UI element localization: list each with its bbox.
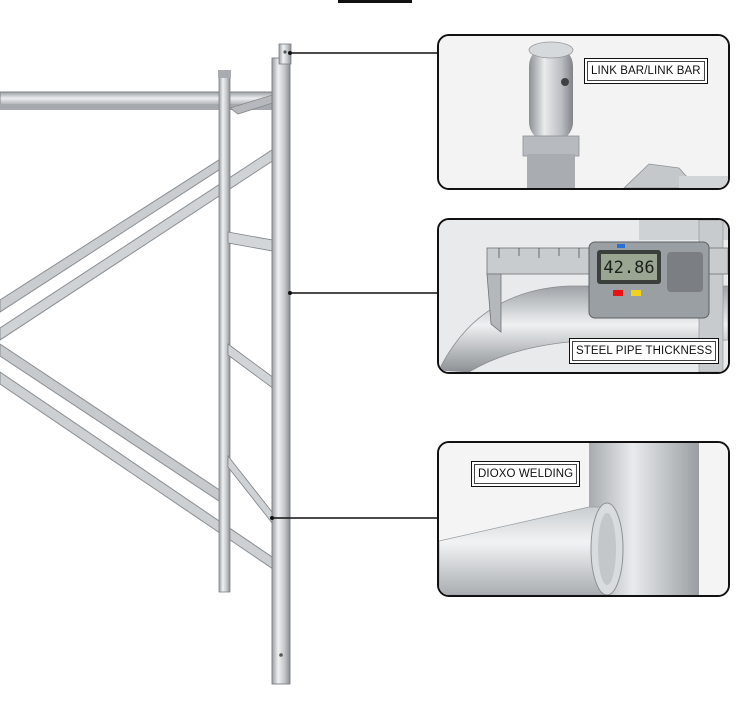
welding-label: DIOXO WELDING [471, 461, 581, 487]
welding-callout: DIOXO WELDING [437, 441, 730, 597]
main-standard [271, 57, 291, 685]
pipe-thickness-callout: 42.86 STEEL PIPE THICKNESS [437, 218, 730, 374]
inner-post [218, 71, 231, 593]
ladder-rungs [227, 231, 279, 530]
leader-lines [272, 52, 437, 519]
welding-photo [439, 443, 728, 595]
top-platform [0, 91, 283, 115]
link-bar-callout: LINK BAR/LINK BAR [437, 34, 730, 190]
link-bar-label: LINK BAR/LINK BAR [584, 58, 708, 84]
caliper-readout: 42.86 [603, 258, 655, 278]
pipe-thickness-label: STEEL PIPE THICKNESS [569, 338, 720, 364]
top-edge-mark [338, 0, 412, 3]
cross-braces [0, 145, 281, 570]
